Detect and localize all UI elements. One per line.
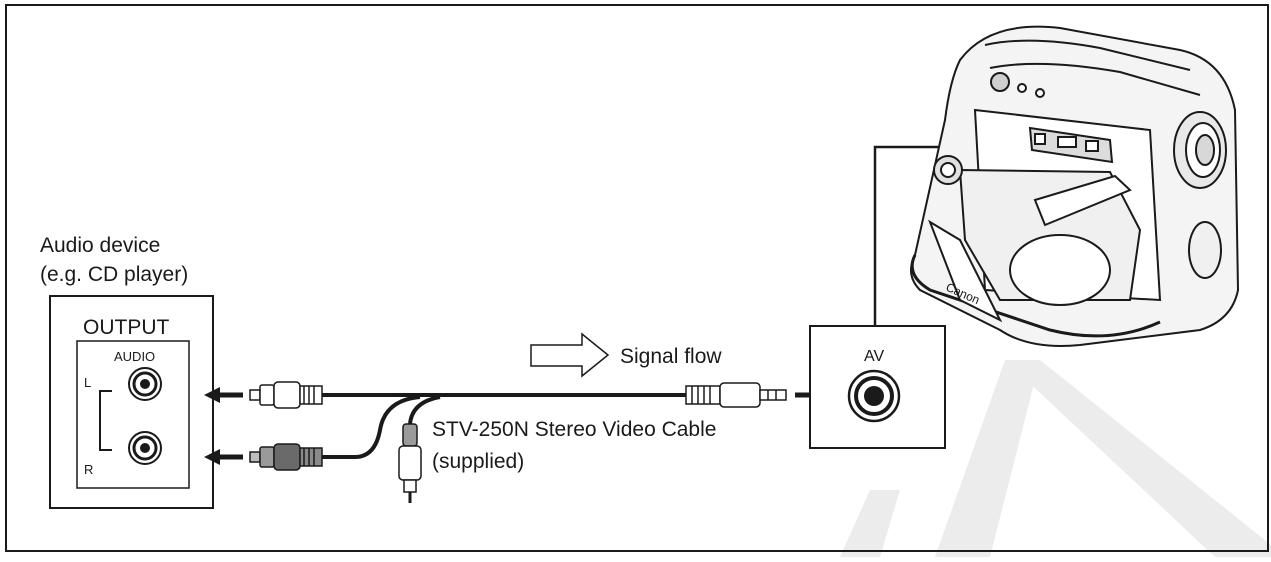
white-rca-plug (249, 381, 323, 409)
right-audio-jack (128, 431, 162, 465)
mini-av-plug (685, 382, 787, 408)
diagram-frame (5, 4, 1269, 552)
cable-wires (322, 393, 686, 459)
audio-device-title: Audio device (40, 234, 160, 257)
arrow-to-right-jack (204, 449, 243, 465)
channel-bracket (99, 390, 112, 451)
av-jack-label: AV (864, 348, 884, 365)
left-audio-jack (128, 367, 162, 401)
audio-port-group-label: AUDIO (114, 349, 155, 364)
audio-device-panel: OUTPUT AUDIO L R (49, 295, 214, 509)
camcorder-illustration (910, 25, 1240, 347)
left-channel-label: L (84, 375, 91, 390)
av-jack-panel: AV (809, 325, 946, 449)
watermark-shape (840, 360, 1271, 557)
arrow-to-left-jack (204, 387, 243, 403)
red-rca-plug (249, 443, 323, 471)
cable-name: STV-250N Stereo Video Cable (432, 418, 716, 441)
signal-flow-label: Signal flow (620, 345, 722, 368)
video-rca-plug (398, 423, 422, 503)
right-channel-label: R (84, 462, 93, 477)
audio-device-example: (e.g. CD player) (40, 263, 188, 286)
cable-note: (supplied) (432, 450, 524, 473)
signal-flow-arrow (530, 332, 610, 378)
output-label: OUTPUT (83, 316, 170, 339)
